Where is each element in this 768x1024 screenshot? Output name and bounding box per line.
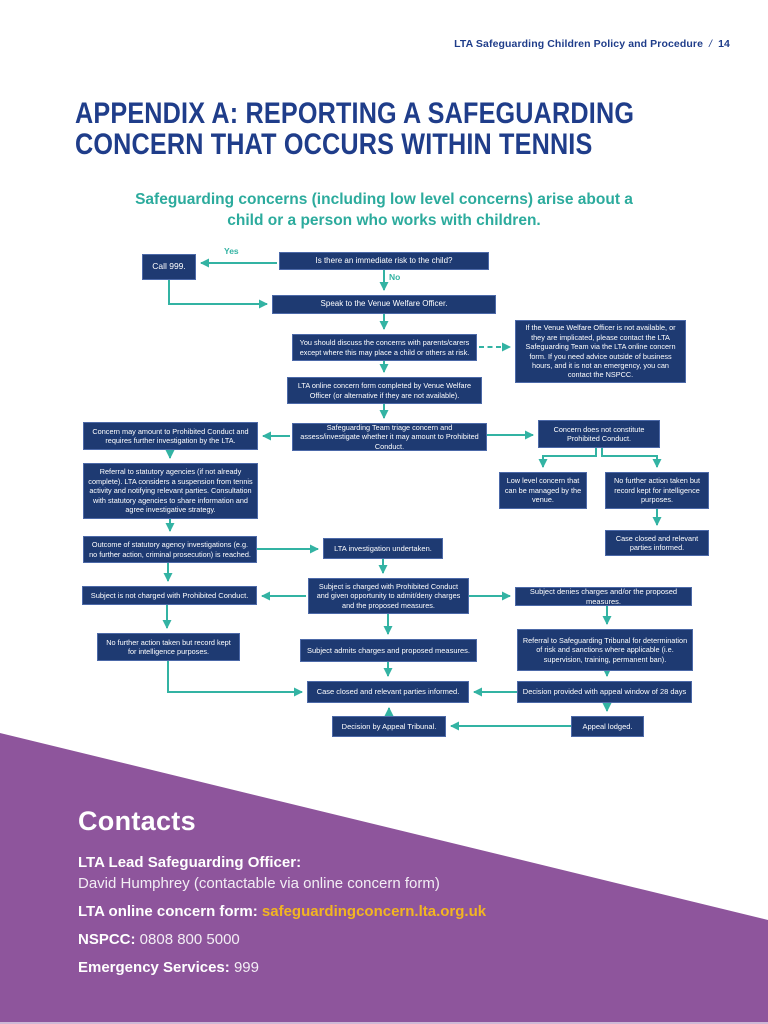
contacts-heading: Contacts	[78, 806, 196, 836]
contact-lines: LTA Lead Safeguarding Officer: David Hump…	[78, 853, 558, 977]
flow-node-referral-tribunal: Referral to Safeguarding Tribunal for de…	[517, 629, 693, 671]
flow-node-decision-appeal-tribunal: Decision by Appeal Tribunal.	[332, 716, 446, 737]
contact-row: LTA online concern form: safeguardingcon…	[78, 902, 558, 921]
concern-form-link[interactable]: safeguardingconcern.lta.org.uk	[261, 903, 487, 920]
flowchart: Call 999. Is there an immediate risk to t…	[82, 246, 709, 737]
flow-node-concern-may-amount: Concern may amount to Prohibited Conduct…	[83, 422, 258, 450]
flow-node-vwo-not-available-info: If the Venue Welfare Officer is not avai…	[515, 320, 686, 383]
contacts-panel: Contacts LTA Lead Safeguarding Officer: D…	[78, 806, 558, 977]
flow-node-subject-admits: Subject admits charges and proposed meas…	[300, 639, 477, 662]
contact-row: Emergency Services: 999	[78, 958, 558, 977]
flow-connector	[538, 448, 597, 468]
flow-node-online-concern-form: LTA online concern form completed by Ven…	[287, 377, 482, 404]
page-title-line-2: CONCERN THAT OCCURS WITHIN TENNIS	[75, 128, 593, 161]
flow-node-subject-charged: Subject is charged with Prohibited Condu…	[308, 578, 469, 614]
flow-connector	[167, 661, 303, 697]
contact-row: David Humphrey (contactable via online c…	[78, 874, 558, 893]
flow-node-call-999: Call 999.	[142, 254, 196, 280]
flow-node-subject-not-charged: Subject is not charged with Prohibited C…	[82, 586, 257, 605]
flow-node-low-level-concern: Low level concern that can be managed by…	[499, 472, 587, 509]
flow-node-case-closed-right: Case closed and relevant parties informe…	[605, 530, 709, 556]
flow-node-decision-appeal-window: Decision provided with appeal window of …	[517, 681, 692, 703]
flow-node-referral-statutory-agencies: Referral to statutory agencies (if not a…	[83, 463, 258, 519]
contact-text: LTA Lead Safeguarding Officer:	[78, 854, 302, 871]
header-separator: /	[709, 38, 713, 50]
flow-node-safeguarding-team-triage: Safeguarding Team triage concern and ass…	[292, 423, 487, 451]
page-header: LTA Safeguarding Children Policy and Pro…	[454, 38, 730, 50]
flow-node-no-further-action-left: No further action taken but record kept …	[97, 633, 240, 661]
contact-row: LTA Lead Safeguarding Officer:	[78, 853, 558, 872]
page-title: APPENDIX A: REPORTING A SAFEGUARDING CON…	[75, 98, 634, 160]
page-number: 14	[718, 38, 730, 50]
contact-text: NSPCC:	[78, 931, 140, 948]
contact-text: Emergency Services:	[78, 959, 234, 976]
contact-row: NSPCC: 0808 800 5000	[78, 930, 558, 949]
flow-node-speak-venue-welfare-officer: Speak to the Venue Welfare Officer.	[272, 295, 496, 314]
flow-node-discuss-with-parents: You should discuss the concerns with par…	[292, 334, 477, 361]
contact-text: LTA online concern form:	[78, 903, 262, 920]
header-title: LTA Safeguarding Children Policy and Pro…	[454, 38, 704, 50]
intro-text: Safeguarding concerns (including low lev…	[135, 191, 633, 229]
flow-label-no: No	[389, 272, 401, 282]
flow-node-subject-denies: Subject denies charges and/or the propos…	[515, 587, 692, 606]
page-title-line-1: APPENDIX A: REPORTING A SAFEGUARDING	[75, 97, 635, 130]
contact-text: David Humphrey (contactable via online c…	[78, 875, 440, 892]
flow-node-immediate-risk: Is there an immediate risk to the child?	[279, 252, 489, 270]
flow-node-lta-investigation: LTA investigation undertaken.	[323, 538, 443, 559]
contact-text: 999	[233, 959, 259, 976]
flow-node-case-closed-main: Case closed and relevant parties informe…	[307, 681, 469, 703]
contact-text: 0808 800 5000	[139, 931, 240, 948]
flow-node-no-further-action-right: No further action taken but record kept …	[605, 472, 709, 509]
page-bottom-edge	[0, 1022, 768, 1024]
flow-node-outcome-statutory: Outcome of statutory agency investigatio…	[83, 536, 257, 563]
flow-node-concern-does-not-constitute: Concern does not constitute Prohibited C…	[538, 420, 660, 448]
flow-connector	[168, 280, 268, 309]
flow-label-yes: Yes	[224, 246, 239, 256]
flow-connector	[601, 448, 662, 468]
flow-node-appeal-lodged: Appeal lodged.	[571, 716, 644, 737]
